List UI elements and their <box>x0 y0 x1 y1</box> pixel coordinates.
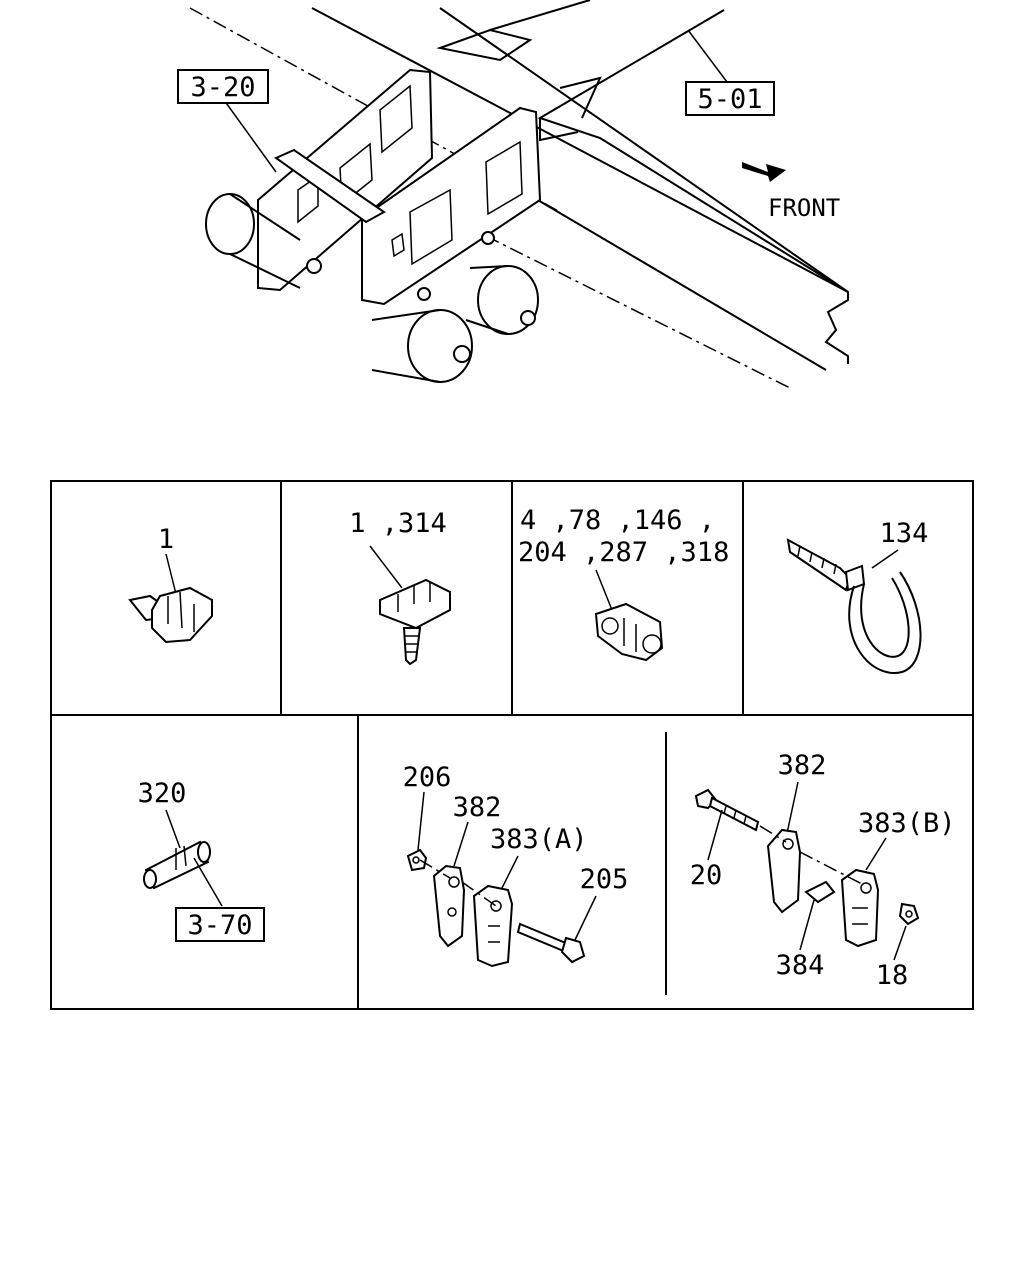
callout-4-line1: 4 ,78 ,146 , <box>520 505 715 536</box>
callout-4-line2: 204 ,287 ,318 <box>518 537 729 568</box>
clip-part-4: 4 ,78 ,146 , 204 ,287 ,318 <box>518 505 729 662</box>
pipe-part-320: 320 3-70 <box>138 778 265 942</box>
callout-382-left: 382 <box>453 792 502 823</box>
bracket-assembly-a: 206 382 383(A) 205 <box>403 762 629 968</box>
callout-18: 18 <box>876 960 909 991</box>
ref-3-70-label: 3-70 <box>187 910 252 941</box>
callout-20: 20 <box>690 860 723 891</box>
callout-1-314: 1 ,314 <box>349 508 447 539</box>
callout-205: 205 <box>580 864 629 895</box>
front-arrow-icon <box>742 162 786 182</box>
bracket-assembly-b: 382 383(B) 20 384 18 <box>690 750 956 991</box>
callout-134: 134 <box>880 518 929 549</box>
front-label: FRONT <box>768 194 840 222</box>
ref-3-20-label: 3-20 <box>190 72 255 103</box>
callout-206: 206 <box>403 762 452 793</box>
callout-383b: 383(B) <box>858 808 956 839</box>
callout-383a: 383(A) <box>490 824 588 855</box>
frame-assembly-illustration <box>189 0 849 389</box>
clip-part-1-314: 1 ,314 <box>349 508 451 666</box>
clip-part-1: 1 <box>128 524 213 644</box>
callout-1: 1 <box>158 524 174 555</box>
callout-384: 384 <box>776 950 825 981</box>
ref-5-01-label: 5-01 <box>697 84 762 115</box>
callout-320: 320 <box>138 778 187 809</box>
callout-382-right: 382 <box>778 750 827 781</box>
cable-tie-134: 134 <box>786 518 929 675</box>
